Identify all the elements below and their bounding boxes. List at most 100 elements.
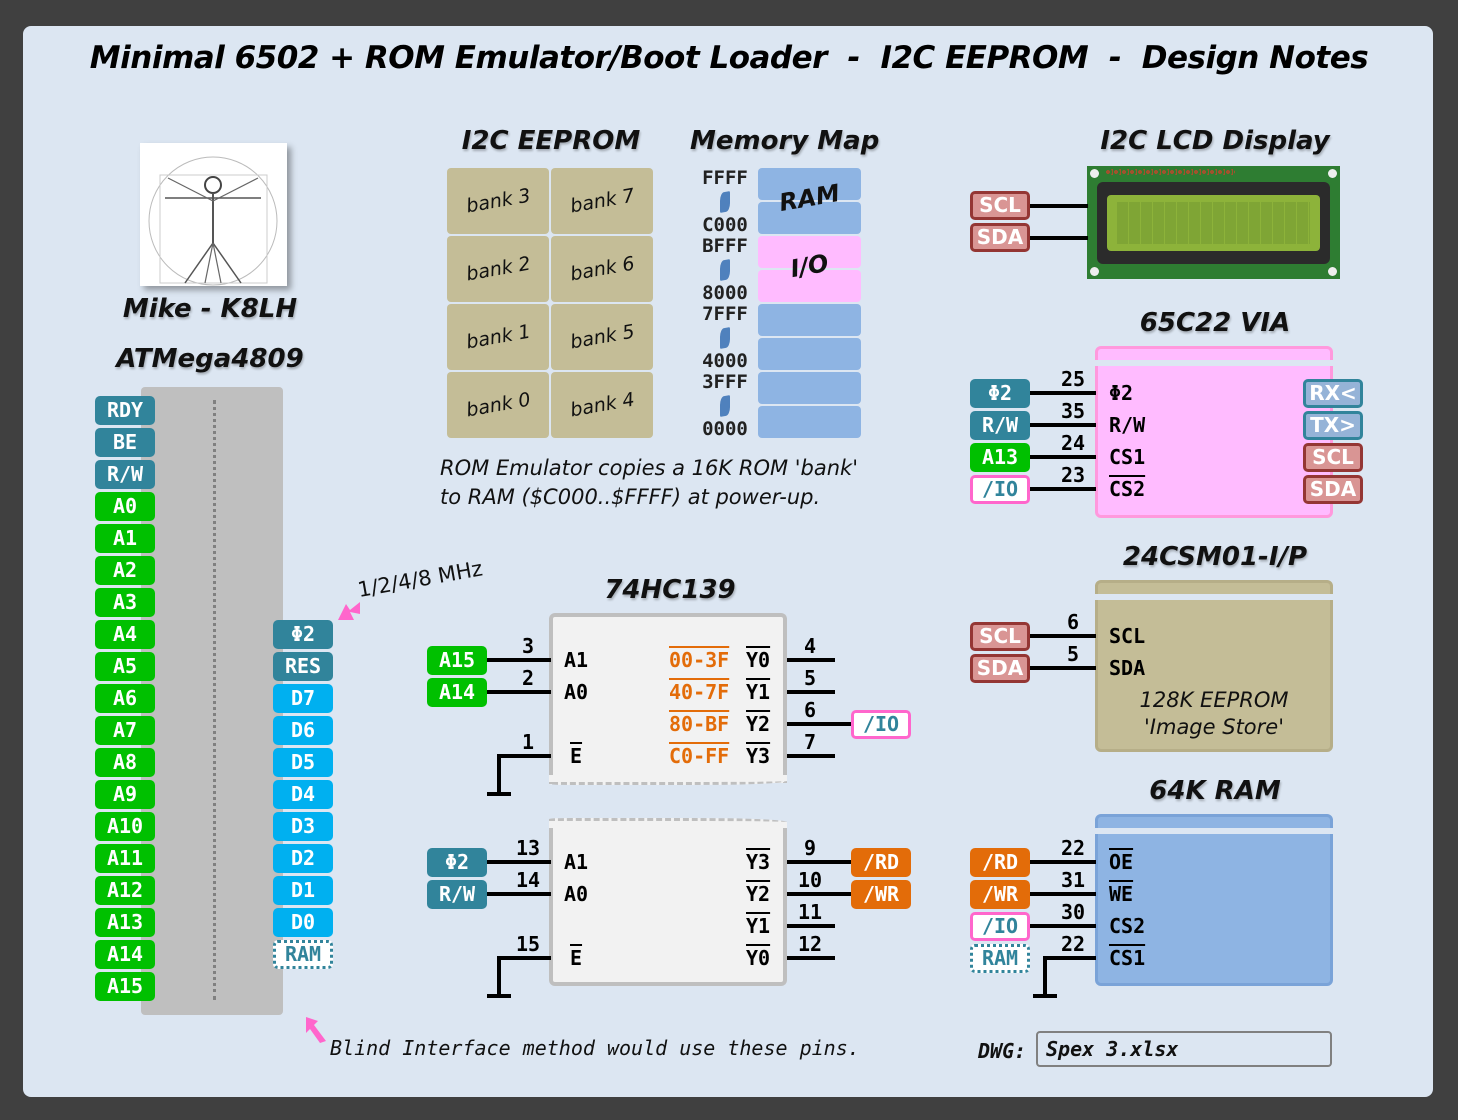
decoder-output-io: /IO bbox=[851, 710, 911, 739]
wire bbox=[787, 892, 851, 896]
mcu-pin-a6: A6 bbox=[95, 684, 155, 713]
address-bottom: C000 bbox=[702, 214, 748, 236]
pin-number: 22 bbox=[1060, 932, 1086, 956]
wire bbox=[1030, 634, 1096, 638]
eeprom-bank: bank 4 bbox=[551, 372, 653, 438]
rom-note-line2: to RAM ($C000..$FFFF) at power-up. bbox=[440, 485, 821, 509]
address-bottom: 8000 bbox=[702, 282, 748, 304]
ram-chip-body bbox=[1095, 814, 1333, 986]
pin-name: WE bbox=[1109, 882, 1134, 906]
decoder-lower-torn-edge bbox=[549, 818, 787, 828]
dwg-filename-field[interactable]: Spex 3.xlsx bbox=[1036, 1031, 1332, 1067]
ram-signal-rd: /RD bbox=[970, 848, 1030, 877]
mcu-pin-ram: RAM bbox=[273, 940, 333, 969]
eeprom-chip-desc-line2: 'Image Store' bbox=[1144, 715, 1284, 739]
mcu-pin-d6: D6 bbox=[273, 716, 333, 745]
pin-number: 2 bbox=[521, 666, 535, 690]
mcu-center-dotted-line bbox=[213, 400, 216, 1000]
ground-wire bbox=[497, 754, 501, 792]
mcu-title: ATMega4809 bbox=[116, 344, 304, 374]
wire bbox=[1030, 487, 1096, 491]
wire bbox=[487, 690, 551, 694]
mcu-pin-d3: D3 bbox=[273, 812, 333, 841]
eeprom-chip-body bbox=[1095, 580, 1333, 752]
author-name: Mike - K8LH bbox=[122, 294, 298, 324]
mcu-pin-a9: A9 bbox=[95, 780, 155, 809]
memory-block bbox=[758, 270, 861, 302]
via-pad-scl: SCL bbox=[1303, 443, 1363, 472]
ram-signal-io: /IO bbox=[970, 912, 1030, 941]
pin-number: 15 bbox=[515, 932, 541, 956]
mcu-pin-r-w: R/W bbox=[95, 460, 155, 489]
pin-name: A1 bbox=[564, 648, 589, 672]
mcu-pin-a1: A1 bbox=[95, 524, 155, 553]
wire bbox=[1030, 860, 1096, 864]
output-pin-name: Y3 bbox=[746, 850, 771, 874]
mcu-pin-a10: A10 bbox=[95, 812, 155, 841]
wire bbox=[787, 956, 835, 960]
via-break bbox=[1093, 360, 1335, 366]
pin-number: 10 bbox=[797, 868, 823, 892]
mcu-pin-2: Φ2 bbox=[273, 620, 333, 649]
eeprom-bank-label: bank 6 bbox=[568, 252, 636, 286]
lcd-mount-hole bbox=[1328, 169, 1337, 178]
pin-name: A0 bbox=[564, 882, 589, 906]
mcu-pin-res: RES bbox=[273, 652, 333, 681]
pin-number: 6 bbox=[1066, 610, 1080, 634]
eeprom-bank-label: bank 1 bbox=[464, 320, 532, 354]
mcu-pin-d4: D4 bbox=[273, 780, 333, 809]
eeprom-bank-label: bank 4 bbox=[568, 388, 636, 422]
address-bottom: 4000 bbox=[702, 350, 748, 372]
eeprom_chip-signal-scl: SCL bbox=[970, 622, 1030, 651]
via-signal-io: /IO bbox=[970, 475, 1030, 504]
mcu-pin-d0: D0 bbox=[273, 908, 333, 937]
pin-name: CS1 bbox=[1109, 445, 1146, 469]
pin-name: CS1 bbox=[1109, 946, 1146, 970]
lcd-mount-hole bbox=[1090, 169, 1099, 178]
range-squiggle-icon bbox=[720, 191, 730, 213]
pin-number: 1 bbox=[521, 730, 535, 754]
lcd-scl-pad: SCL bbox=[970, 191, 1030, 220]
lcd-scl-wire bbox=[1030, 204, 1088, 208]
mcu-pin-a11: A11 bbox=[95, 844, 155, 873]
vitruvian-man-icon bbox=[148, 156, 278, 286]
memory-block bbox=[758, 338, 861, 370]
pin-number: 24 bbox=[1060, 431, 1086, 455]
lcd-sda-wire bbox=[1030, 236, 1088, 240]
output-pin-name: Y1 bbox=[746, 680, 771, 704]
pin-number: 6 bbox=[803, 698, 817, 722]
pin-number: 5 bbox=[803, 666, 817, 690]
pin-name: OE bbox=[1109, 850, 1134, 874]
wire bbox=[487, 892, 551, 896]
rom-note-line1: ROM Emulator copies a 16K ROM 'bank' bbox=[440, 456, 858, 480]
lcd-character-cells bbox=[1117, 202, 1310, 244]
clock-arrow-icon bbox=[338, 602, 360, 620]
eeprom-bank-label: bank 5 bbox=[568, 320, 636, 354]
mcu-pin-a7: A7 bbox=[95, 716, 155, 745]
mcu-chip-body bbox=[141, 387, 283, 1015]
pin-number: 5 bbox=[1066, 642, 1080, 666]
range-squiggle-icon bbox=[720, 327, 730, 349]
mcu-pin-a4: A4 bbox=[95, 620, 155, 649]
pin-number: 25 bbox=[1060, 367, 1086, 391]
page-title: Minimal 6502 + ROM Emulator/Boot Loader … bbox=[89, 40, 1369, 76]
decoder-upper-chip-body bbox=[549, 613, 787, 783]
memory-block bbox=[758, 202, 861, 234]
memory-block bbox=[758, 372, 861, 404]
mcu-pin-a8: A8 bbox=[95, 748, 155, 777]
pin-number: 13 bbox=[515, 836, 541, 860]
pin-name: SCL bbox=[1109, 624, 1146, 648]
mcu-pin-d2: D2 bbox=[273, 844, 333, 873]
pin-name: CS2 bbox=[1109, 477, 1146, 501]
address-range: 80-BF bbox=[669, 712, 730, 736]
enable-wire bbox=[497, 754, 551, 758]
lcd-header-pins bbox=[1105, 169, 1235, 175]
ground-icon bbox=[487, 994, 511, 998]
enable-wire bbox=[497, 956, 551, 960]
decoder-input-a14: A14 bbox=[427, 678, 487, 707]
pin-name: A1 bbox=[564, 850, 589, 874]
memory-block bbox=[758, 304, 861, 336]
memory-block bbox=[758, 168, 861, 200]
mcu-pin-a0: A0 bbox=[95, 492, 155, 521]
ground-wire bbox=[497, 956, 501, 994]
